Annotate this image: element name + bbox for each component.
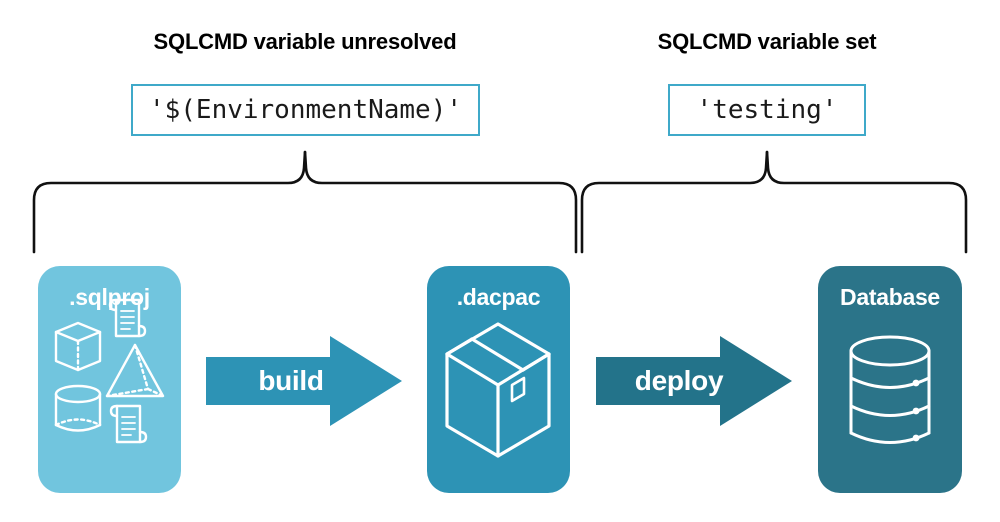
annotation-heading-right: SQLCMD variable set (657, 29, 877, 54)
arrow-deploy (596, 336, 792, 426)
artifact-box-dacpac[interactable]: .dacpac (427, 266, 570, 493)
artifact-label-database: Database (840, 284, 940, 310)
artifact-label-dacpac: .dacpac (456, 284, 541, 310)
right-brace-icon (580, 150, 968, 254)
arrow-build-label: build (258, 365, 324, 396)
arrow-deploy-label: deploy (634, 365, 724, 396)
package-box-icon (445, 322, 551, 458)
sqlproj-icon-group (54, 298, 165, 444)
sqlcmd-variable-value-left: '$(EnvironmentName)' (131, 84, 480, 136)
database-cylinder-icon (849, 335, 931, 444)
arrow-deploy-shape (596, 336, 792, 426)
arrow-build (206, 336, 402, 426)
arrow-build-shape (206, 336, 402, 426)
cube-icon (54, 321, 102, 372)
pyramid-icon (105, 343, 165, 398)
annotation-heading-left: SQLCMD variable unresolved (153, 29, 457, 54)
cylinder-icon (54, 384, 102, 432)
sqlcmd-variable-value-right: 'testing' (668, 84, 866, 136)
left-brace-icon (32, 150, 578, 254)
artifact-box-database[interactable]: Database (818, 266, 962, 493)
script-scroll-icon-top (108, 298, 147, 338)
script-scroll-icon-bottom (109, 404, 148, 444)
artifact-box-sqlproj[interactable]: .sqlproj (38, 266, 181, 493)
